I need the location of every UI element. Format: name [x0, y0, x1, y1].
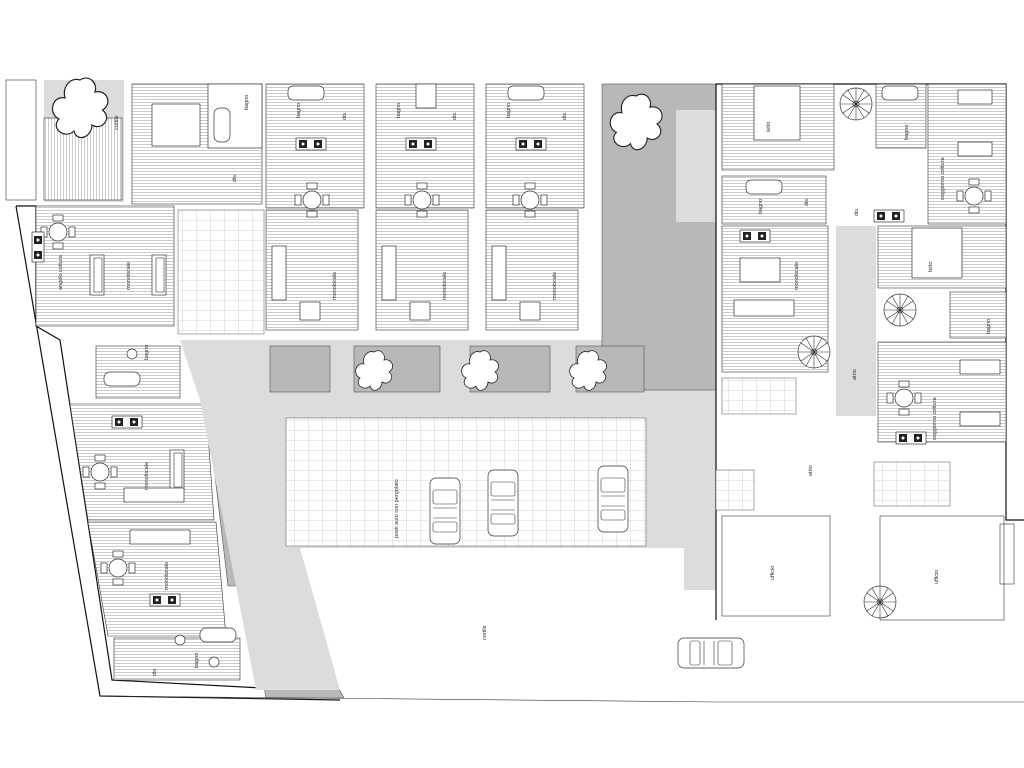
unit-col-3: bagno dis. monolocale	[485, 83, 585, 331]
label-dis-1: dis.	[342, 111, 348, 120]
label-monolocale-left-2: monolocale	[144, 462, 150, 490]
label-dis-2: dis.	[452, 111, 458, 120]
label-bagno-left-bottom: bagno	[194, 653, 200, 668]
label-atrio-1: atrio	[852, 369, 858, 380]
label-monolocale-2: monolocale	[442, 272, 448, 300]
label-monolocale-1: monolocale	[332, 272, 338, 300]
label-letto-mid: letto	[928, 262, 934, 272]
label-ufficio-1: ufficio	[770, 566, 776, 580]
road-edge	[99, 695, 1024, 703]
label-bagno-r2: bagno	[758, 199, 764, 214]
label-soggiorno-cottura-1: soggiorno cottura	[940, 157, 946, 200]
right-wing: letto bagno soggiorno cottura dis. bagno…	[715, 83, 1024, 621]
label-monolocale-3: monolocale	[552, 272, 558, 300]
label-letto-top: letto	[766, 122, 772, 132]
courtyard-label-top: cortile	[114, 115, 120, 130]
label-monolocale-r: monolocale	[794, 262, 800, 290]
label-monolocale-left-top: monolocale	[126, 262, 132, 290]
top-left-courtyard: cortile	[5, 77, 124, 202]
label-bagno-r1: bagno	[904, 125, 910, 140]
unit-col-1: bagno dis. monolocale	[265, 83, 365, 331]
label-cortile: cortile	[482, 625, 488, 640]
label-soggiorno-cottura-2: soggiorno cottura	[932, 397, 938, 440]
label-dis-a: dis.	[232, 173, 238, 182]
label-dis-r2: dis.	[804, 197, 810, 206]
label-bagno-r3: bagno	[986, 319, 992, 334]
label-posti-auto: posti auto con pergolato	[394, 479, 400, 538]
label-dis-left-bottom: dis.	[152, 667, 158, 676]
label-bagno-left-1: bagno	[144, 345, 150, 360]
label-monolocale-left-3: monolocale	[164, 562, 170, 590]
label-bagno-1: bagno	[296, 103, 302, 118]
unit-col-2: bagno dis. monolocale	[375, 83, 475, 331]
label-ufficio-2: ufficio	[934, 570, 940, 584]
central-courtyard: posti auto con pergolato cortile	[180, 83, 745, 690]
label-dis-3: dis.	[562, 111, 568, 120]
label-atrio-2: atrio	[808, 465, 814, 476]
label-angolo-cottura: angolo cottura	[58, 254, 64, 290]
label-bagno-2: bagno	[396, 103, 402, 118]
top-row-units: bagno dis. bagno dis. monolocale bagno	[131, 83, 585, 335]
label-bagno-a: bagno	[244, 95, 250, 110]
label-bagno-3: bagno	[506, 103, 512, 118]
label-dis-r1: dis.	[854, 207, 860, 216]
left-wing: angolo cottura monolocale bagno monoloca…	[15, 205, 341, 701]
